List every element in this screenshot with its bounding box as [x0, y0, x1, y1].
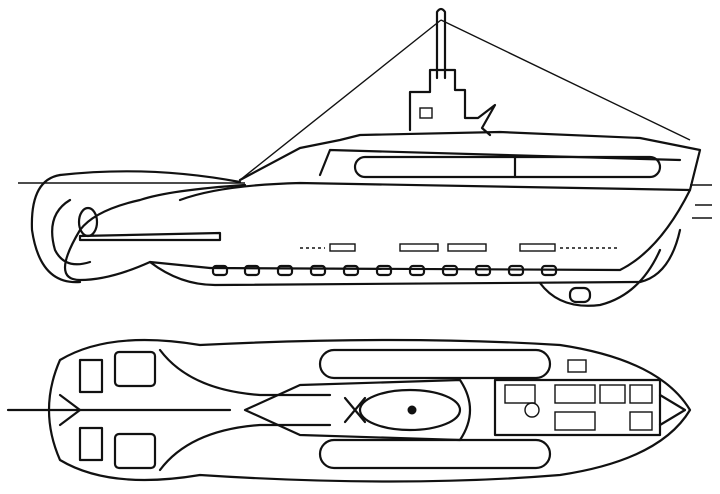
tower-window — [419, 107, 433, 119]
conning-tower-plan — [358, 388, 462, 432]
bow-keel-fin — [538, 248, 662, 307]
forward-deck-plan — [493, 378, 662, 437]
deck-casing-plan — [243, 378, 471, 442]
torpedo-tube-starboard — [318, 438, 552, 470]
hull-seam — [178, 181, 692, 202]
rigging-wire — [239, 19, 691, 181]
hull-upper — [208, 130, 702, 272]
stern-tank-3 — [78, 426, 104, 462]
torpedo-tube-housing — [353, 155, 662, 179]
deck-casing — [318, 148, 682, 177]
stern-tank-4 — [113, 432, 157, 470]
bow-thruster — [568, 286, 592, 304]
conning-tower — [408, 68, 497, 137]
torpedo-tube-port — [318, 348, 552, 380]
side-elevation-view — [18, 7, 712, 307]
hull-vents — [300, 243, 620, 252]
stern-tank-1 — [78, 358, 104, 394]
stern-shroud — [30, 173, 82, 284]
rudder-ring — [51, 198, 92, 266]
bow-tip-plan — [658, 393, 687, 427]
keel — [148, 228, 682, 287]
hull-fairing — [158, 348, 332, 472]
propeller-shaft — [78, 231, 222, 242]
stern-top — [58, 170, 242, 184]
hatch-cross — [343, 396, 367, 424]
stern-tank-2 — [113, 350, 157, 388]
hull-outline-plan — [47, 338, 692, 483]
periscope-mast — [435, 7, 447, 80]
waterline-marks — [690, 184, 712, 219]
propeller-plan — [58, 393, 82, 427]
plan-view — [6, 338, 692, 483]
periscope-plan — [407, 405, 417, 415]
keel-openings — [211, 264, 558, 277]
forward-hatches — [504, 359, 653, 431]
